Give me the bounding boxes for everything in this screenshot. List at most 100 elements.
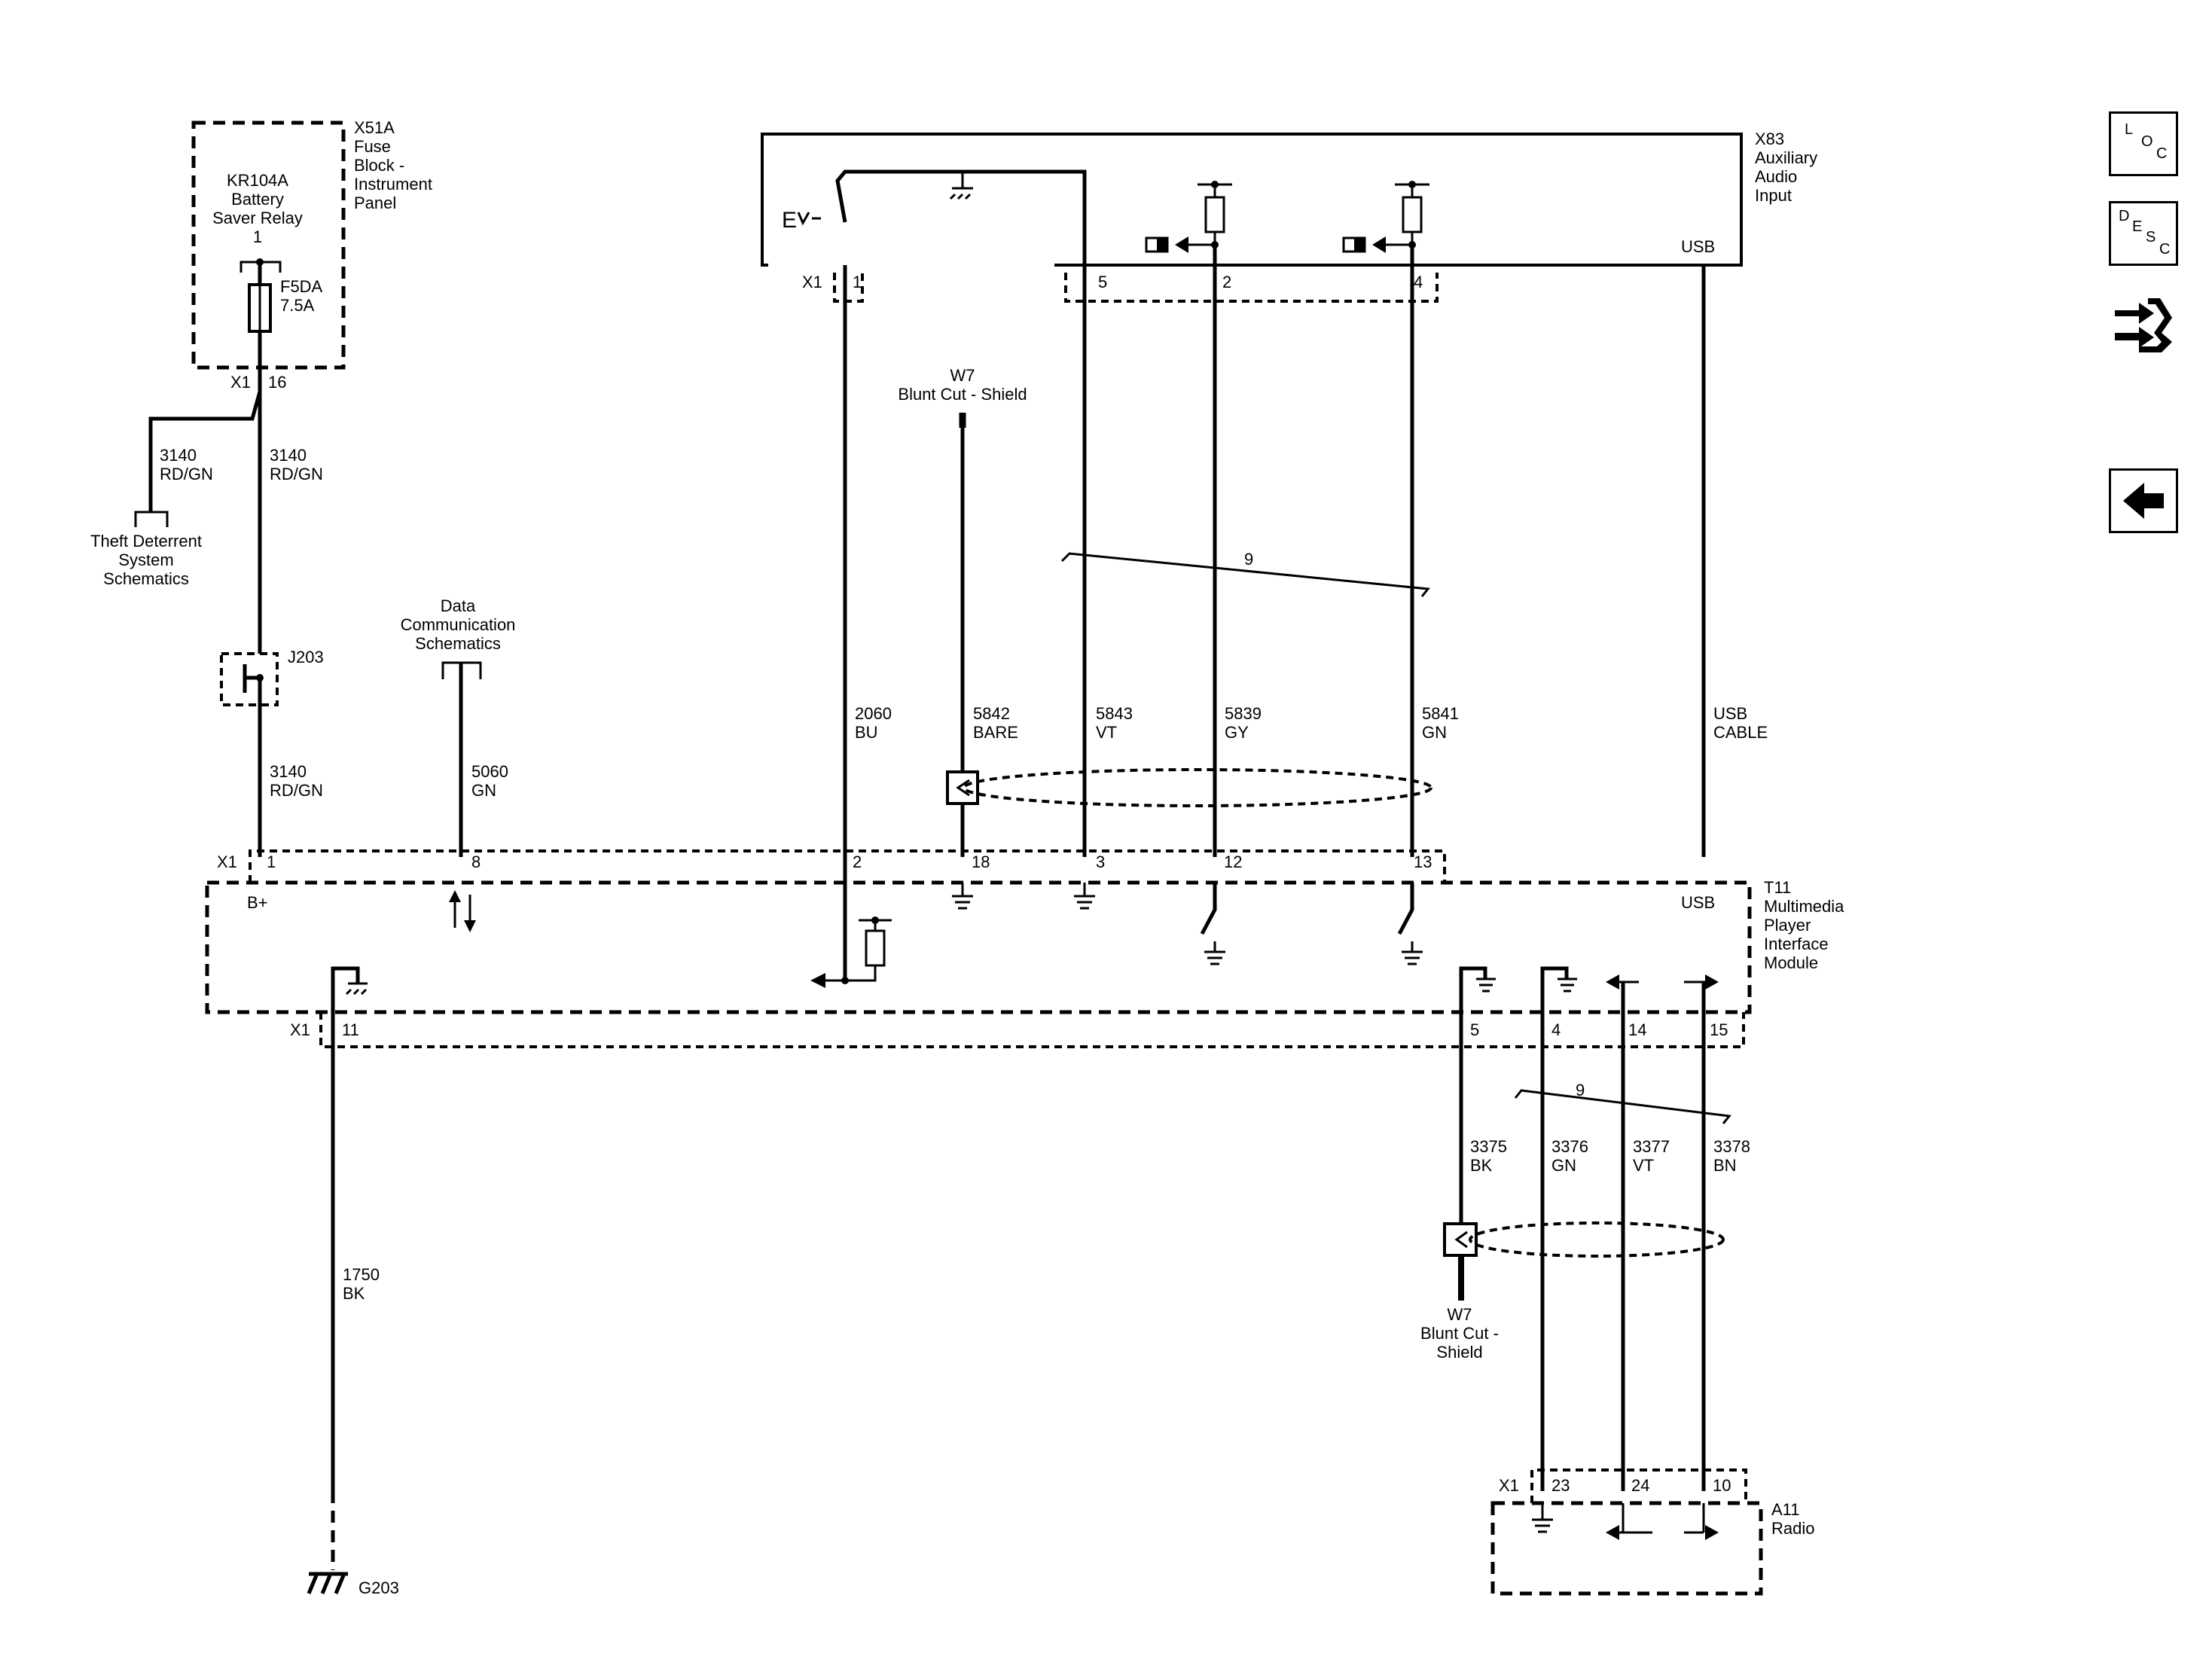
desc-button[interactable]: D E S C xyxy=(2109,201,2178,266)
a11-x1-label: X1 xyxy=(1499,1476,1519,1495)
circuit-3378-num: 3378 xyxy=(1713,1137,1750,1156)
t11-pin-11: 11 xyxy=(342,1020,359,1039)
twist-top-label: 9 xyxy=(1244,550,1253,569)
circuit-5060-color: GN xyxy=(471,781,496,800)
connector-tools-icon xyxy=(2115,298,2172,352)
x51a-label-4: Panel xyxy=(354,194,396,212)
usb-cable-0: USB xyxy=(1713,704,1747,723)
desc-letter-d: D xyxy=(2119,208,2130,224)
datacomm-ref-2: Schematics xyxy=(415,634,501,653)
circuit-5842-color: BARE xyxy=(973,723,1018,742)
x83-pin-1: 1 xyxy=(853,273,862,291)
circuit-2060-color: BU xyxy=(855,723,878,742)
shield-box xyxy=(946,770,979,805)
shield-ellipse-bottom xyxy=(1469,1221,1725,1258)
circuit-1750-color: BK xyxy=(343,1284,365,1303)
circuit-3140-b-color: RD/GN xyxy=(270,465,323,483)
circuit-3375-num: 3375 xyxy=(1470,1137,1507,1156)
t11-pin-2: 2 xyxy=(853,852,862,871)
circuit-1750-num: 1750 xyxy=(343,1265,380,1284)
ground-g203: 1750 BK G203 xyxy=(307,1047,399,1597)
a11-pin-24: 24 xyxy=(1631,1476,1649,1495)
x51a-label-0: X51A xyxy=(354,118,395,137)
circuit-5839-color: GY xyxy=(1225,723,1249,742)
kr104a-label-0: KR104A xyxy=(227,171,288,190)
circuit-3375-color: BK xyxy=(1470,1156,1493,1175)
x83-auxiliary-audio-input: X83 Auxiliary Audio Input USB E xyxy=(761,130,1817,303)
x51a-fuse-block: X51A Fuse Block - Instrument Panel KR104… xyxy=(191,118,432,392)
t11-multimedia-module: X1 1 8 2 18 3 12 13 T11 Multimedia Playe… xyxy=(205,849,1844,1053)
circuit-5060: Data Communication Schematics 5060 GN xyxy=(401,596,516,857)
t11-label-0: T11 xyxy=(1764,878,1791,897)
t11-label-3: Interface xyxy=(1764,935,1829,953)
circuit-3140: 3140 RD/GN Theft Deterrent System Schema… xyxy=(90,367,324,857)
circuit-3378-color: BN xyxy=(1713,1156,1737,1175)
circuit-3140-a-num: 3140 xyxy=(160,446,197,465)
t11-x1-top-label: X1 xyxy=(217,852,237,871)
x83-pin-5: 5 xyxy=(1098,273,1107,291)
t11-pin-14: 14 xyxy=(1628,1020,1646,1039)
desc-letter-e: E xyxy=(2132,218,2143,235)
w7-bottom-ref-0: W7 xyxy=(1448,1305,1472,1324)
circuit-3376-num: 3376 xyxy=(1551,1137,1588,1156)
a11-pin-23: 23 xyxy=(1551,1476,1570,1495)
circuit-3376-color: GN xyxy=(1551,1156,1576,1175)
circuit-5842-num: 5842 xyxy=(973,704,1010,723)
fuse-label-1: 7.5A xyxy=(280,296,315,315)
circuit-3140-b-num: 3140 xyxy=(270,446,307,465)
fuse-label-0: F5DA xyxy=(280,277,323,296)
t11-pin-15: 15 xyxy=(1710,1020,1728,1039)
t11-pin-5: 5 xyxy=(1470,1020,1479,1039)
x51a-label-1: Fuse xyxy=(354,137,391,156)
circuit-3140-a-color: RD/GN xyxy=(160,465,213,483)
a11-label-0: A11 xyxy=(1771,1500,1800,1519)
desc-letter-c: C xyxy=(2159,241,2171,258)
x83-label-3: Input xyxy=(1755,186,1792,205)
circuit-3140-c-color: RD/GN xyxy=(270,781,323,800)
circuit-5843-num: 5843 xyxy=(1096,704,1133,723)
t11-pin-8: 8 xyxy=(471,852,481,871)
circuit-5843-color: VT xyxy=(1096,723,1117,742)
loc-letter-o: O xyxy=(2141,133,2153,150)
w7-bottom-ref-2: Shield xyxy=(1436,1343,1482,1362)
w7-top-ref-1: Blunt Cut - Shield xyxy=(898,385,1027,404)
x83-t11-wires: W7 Blunt Cut - Shield 9 2060 BU 5842 BAR… xyxy=(843,245,1768,857)
a11-radio: X1 23 24 10 A11 Radio xyxy=(1490,1468,1814,1596)
arrow-left-icon xyxy=(2123,483,2164,519)
a11-label-1: Radio xyxy=(1771,1519,1814,1538)
tools-button[interactable] xyxy=(2109,288,2178,360)
w7-bottom-ref-1: Blunt Cut - xyxy=(1420,1324,1499,1343)
x83-x1-label: X1 xyxy=(802,273,822,291)
x51a-label-3: Instrument xyxy=(354,175,432,194)
back-button[interactable] xyxy=(2109,468,2178,533)
circuit-5841-num: 5841 xyxy=(1422,704,1459,723)
shield-ellipse xyxy=(963,768,1432,807)
circuit-3377-num: 3377 xyxy=(1633,1137,1670,1156)
datacomm-ref-1: Communication xyxy=(401,615,516,634)
x51a-label-2: Block - xyxy=(354,156,404,175)
kr104a-label-3: 1 xyxy=(253,227,262,246)
twist-bottom-label: 9 xyxy=(1576,1081,1585,1099)
circuit-3140-c-num: 3140 xyxy=(270,762,307,781)
t11-bplus-label: B+ xyxy=(247,893,268,912)
t11-label-1: Multimedia xyxy=(1764,897,1844,916)
t11-pin-13: 13 xyxy=(1414,852,1432,871)
theft-ref-2: Schematics xyxy=(103,569,189,588)
circuit-5841-color: GN xyxy=(1422,723,1447,742)
loc-button[interactable]: L O C xyxy=(2109,111,2178,176)
connector-x1-label: X1 xyxy=(230,373,251,392)
loc-letter-l: L xyxy=(2125,121,2134,138)
x83-label-1: Auxiliary xyxy=(1755,148,1817,167)
t11-pin-1: 1 xyxy=(267,852,276,871)
datacomm-ref-0: Data xyxy=(441,596,476,615)
t11-pin-18: 18 xyxy=(972,852,990,871)
x83-label-2: Audio xyxy=(1755,167,1797,186)
circuit-3377-color: VT xyxy=(1633,1156,1654,1175)
ground-g203-label: G203 xyxy=(358,1578,399,1597)
fuse-pin-label: 16 xyxy=(268,373,286,392)
t11-pin-12: 12 xyxy=(1224,852,1242,871)
kr104a-label-2: Saver Relay xyxy=(212,209,303,227)
t11-usb-label: USB xyxy=(1681,893,1715,912)
switch-symbol: E xyxy=(782,208,797,233)
